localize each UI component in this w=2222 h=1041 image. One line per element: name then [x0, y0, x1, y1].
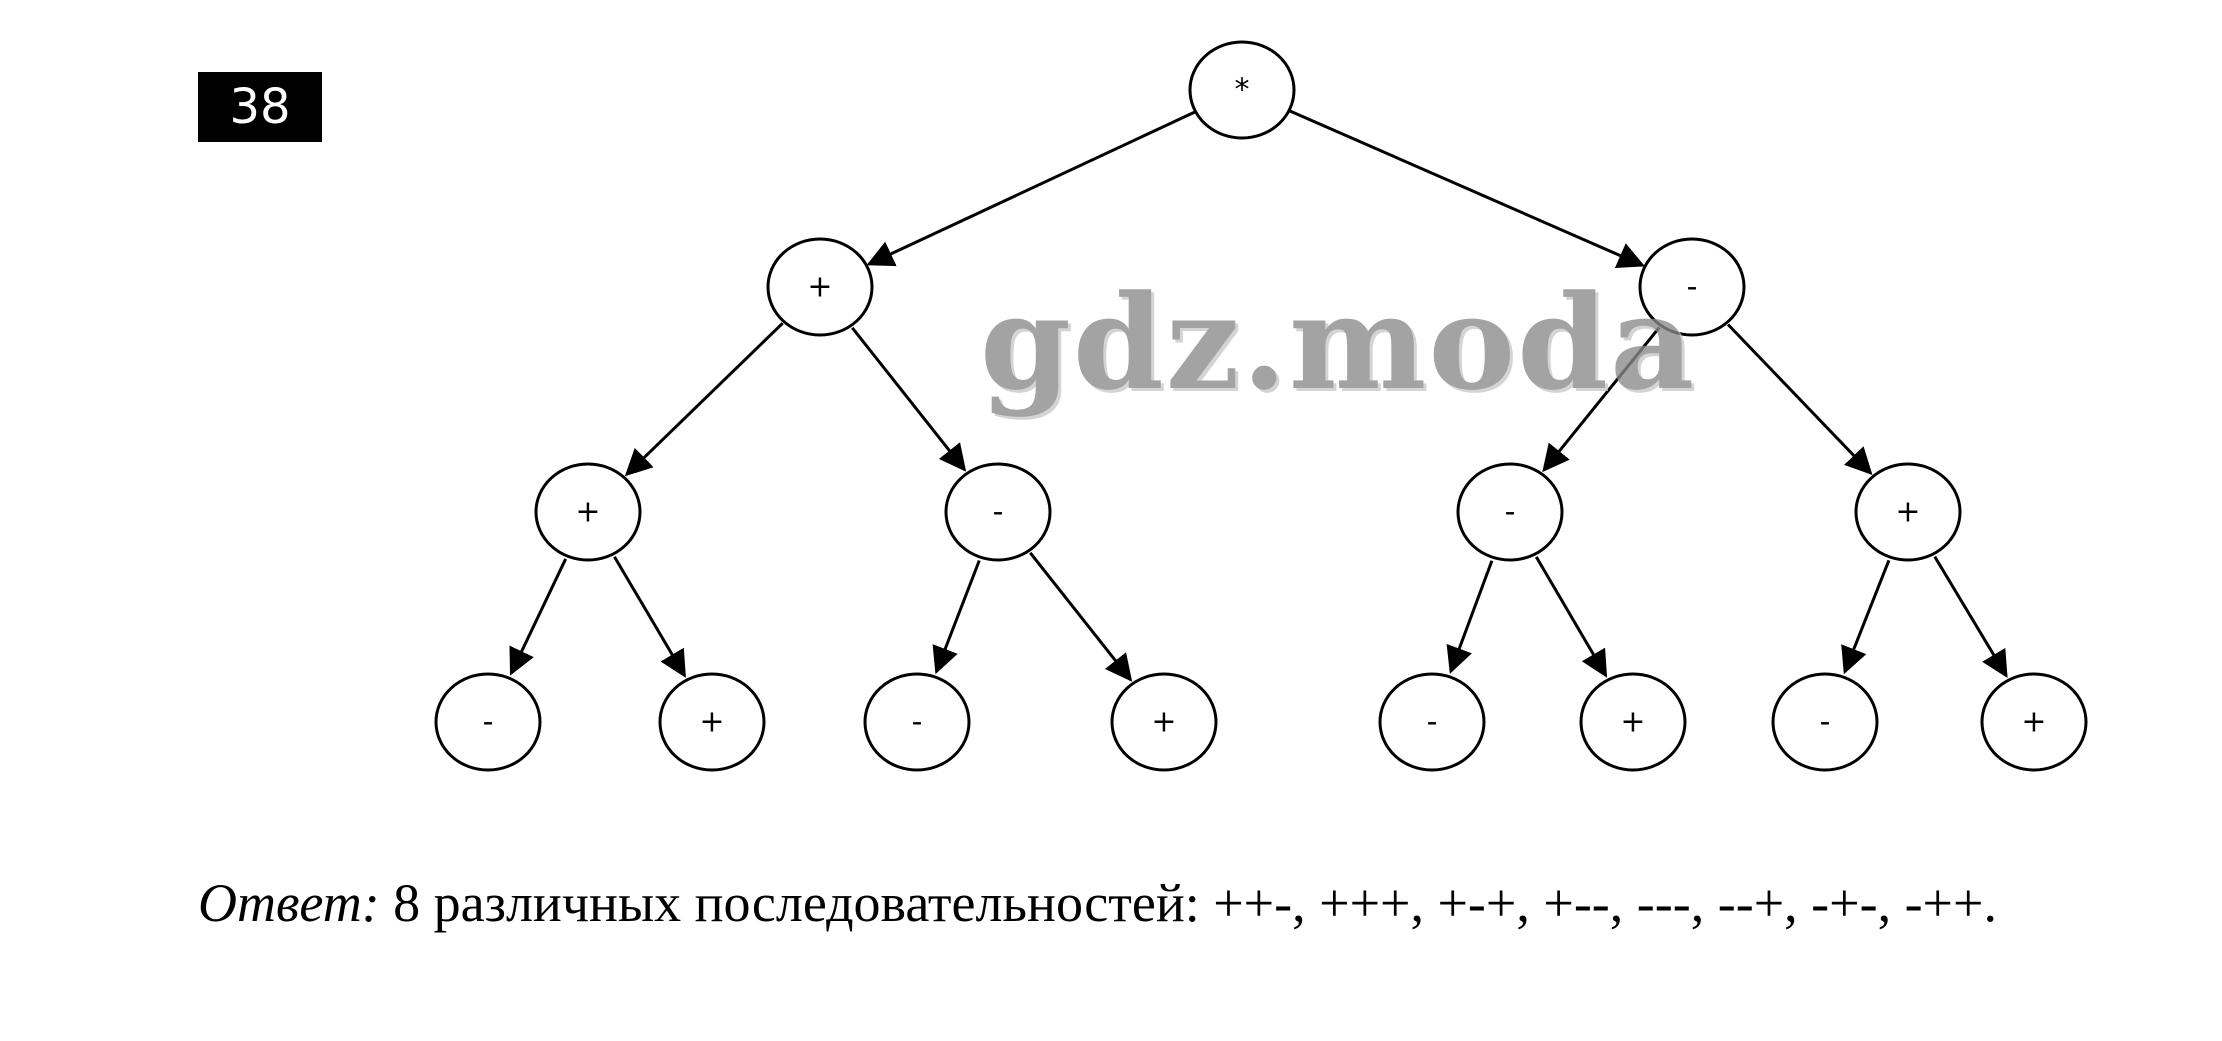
tree-edge-level2-3	[1542, 326, 1661, 473]
problem-number-badge: 38	[198, 72, 322, 142]
tree-edge-level3-3	[932, 559, 981, 675]
node-label: +	[575, 495, 600, 530]
tree-node-level2-1: +	[534, 462, 642, 562]
tree-node-level2-2: -	[944, 462, 1052, 562]
tree-node-level3-7: -	[1771, 672, 1879, 772]
node-label: -	[1820, 705, 1831, 740]
node-label: +	[1895, 495, 1920, 530]
node-circle	[1110, 672, 1218, 772]
node-circle	[1188, 40, 1296, 140]
tree-nodes: * + - + - - + - + - + - + - +	[434, 40, 2088, 772]
node-circle	[658, 672, 766, 772]
tree-node-root-1: *	[1188, 40, 1296, 140]
node-label: +	[807, 270, 832, 305]
node-circle	[863, 672, 971, 772]
node-label: +	[1620, 705, 1645, 740]
node-label: -	[1687, 270, 1698, 305]
tree-edge-level3-1	[509, 558, 567, 676]
tree-edge-level3-4	[1029, 551, 1133, 682]
node-circle	[1378, 672, 1486, 772]
node-label: -	[993, 495, 1004, 530]
tree-node-level3-8: +	[1980, 672, 2088, 772]
tree-node-level3-5: -	[1378, 672, 1486, 772]
tree-edge-level2-4	[1726, 323, 1873, 475]
tree-edge-level3-6	[1534, 556, 1608, 678]
tree-node-level2-4: +	[1854, 462, 1962, 562]
node-circle	[1638, 237, 1746, 337]
node-label: -	[1505, 495, 1516, 530]
tree-node-level3-6: +	[1579, 672, 1687, 772]
node-label: +	[2021, 705, 2046, 740]
node-circle	[944, 462, 1052, 562]
node-label: -	[1427, 705, 1438, 740]
watermark: gdz.moda	[980, 266, 1697, 419]
node-label: -	[912, 705, 923, 740]
tree-edge-level2-2	[851, 326, 967, 472]
node-circle	[434, 672, 542, 772]
tree-node-level3-2: +	[658, 672, 766, 772]
tree-edges	[509, 109, 2008, 682]
node-circle	[534, 462, 642, 562]
answer-line: Ответ: 8 различных последовательностей: …	[198, 872, 1997, 934]
tree-node-level3-3: -	[863, 672, 971, 772]
node-label: *	[1235, 73, 1250, 108]
node-circle	[1579, 672, 1687, 772]
tree-edge-level1-1	[866, 110, 1196, 267]
node-circle	[1854, 462, 1962, 562]
tree-edge-level3-7	[1841, 559, 1891, 675]
tree-node-level3-4: +	[1110, 672, 1218, 772]
node-circle	[1771, 672, 1879, 772]
tree-edge-level3-8	[1933, 555, 2008, 679]
tree-edge-level3-2	[613, 556, 686, 678]
node-circle	[1456, 462, 1564, 562]
node-circle	[766, 237, 874, 337]
tree-node-level1-2: -	[1638, 237, 1746, 337]
tree-edge-level3-5	[1446, 560, 1494, 674]
answer-label: Ответ:	[198, 873, 380, 933]
tree-node-level2-3: -	[1456, 462, 1564, 562]
tree-edge-level1-2	[1289, 109, 1646, 268]
answer-text: 8 различных последовательностей: ++-, ++…	[393, 873, 1997, 933]
tree-node-level1-1: +	[766, 237, 874, 337]
node-label: +	[1151, 705, 1176, 740]
node-label: +	[699, 705, 724, 740]
tree-edge-level2-1	[624, 322, 784, 477]
node-circle	[1980, 672, 2088, 772]
tree-node-level3-1: -	[434, 672, 542, 772]
node-label: -	[483, 705, 494, 740]
